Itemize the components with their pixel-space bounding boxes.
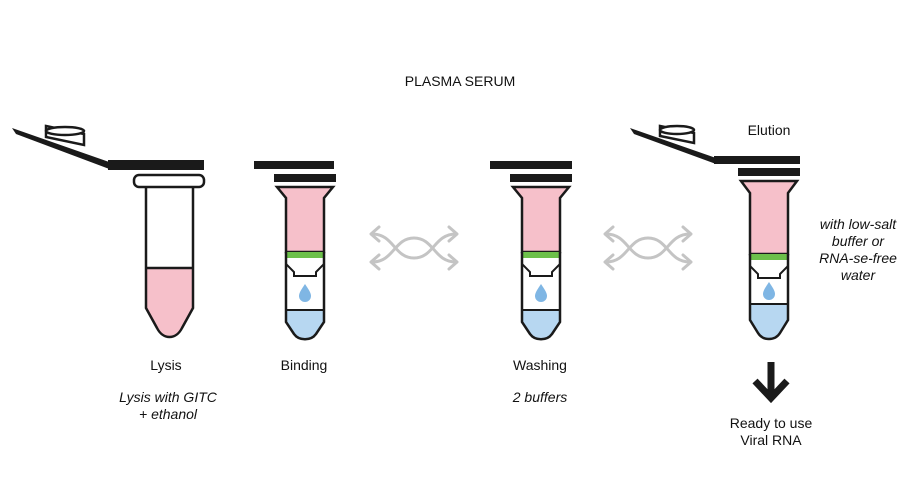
bidirectional-mix-arrows-icon <box>603 225 693 271</box>
column-outlet <box>285 258 325 277</box>
elution-note-line-3: RNA-se-free <box>819 250 897 266</box>
collection-tube <box>520 252 562 341</box>
sample-reservoir <box>510 185 572 254</box>
column-outlet <box>749 260 789 279</box>
silica-membrane <box>522 252 560 258</box>
down-arrow-icon <box>752 362 790 404</box>
elution-note: with low-salt buffer or RNA-se-free wate… <box>806 216 910 284</box>
lysis-label: Lysis <box>150 357 182 373</box>
result-line-2: Viral RNA <box>740 432 802 448</box>
washing-note: 2 buffers <box>512 389 568 405</box>
binding-label: Binding <box>280 357 328 373</box>
lysis-note: Lysis with GITC + ethanol <box>96 389 240 423</box>
flow-through-liquid <box>522 310 560 340</box>
column-cap <box>714 156 800 164</box>
result-line-1: Ready to use <box>729 415 813 431</box>
tube-body <box>144 187 195 339</box>
collection-tube <box>748 254 790 341</box>
lysis-note-line-1: Lysis with GITC <box>119 389 217 405</box>
elution-label: Elution <box>747 122 791 138</box>
result-label: Ready to use Viral RNA <box>711 415 831 449</box>
column-cap-ring <box>274 174 336 182</box>
water-drop-icon <box>299 284 311 302</box>
column-cap <box>490 161 572 169</box>
sample-reservoir <box>274 185 336 254</box>
open-cap-icon <box>630 124 716 164</box>
washing-column <box>490 161 572 341</box>
open-cap-icon <box>12 124 112 170</box>
lysis-tube <box>12 124 206 339</box>
column-outlet <box>521 258 561 277</box>
sample-reservoir <box>738 179 800 256</box>
flow-through-liquid <box>286 310 324 340</box>
diagram-title: PLASMA SERUM <box>404 73 516 89</box>
elution-note-line-2: buffer or <box>831 233 885 249</box>
silica-membrane <box>750 254 788 260</box>
washing-label: Washing <box>513 357 567 373</box>
water-drop-icon <box>763 282 775 300</box>
water-drop-icon <box>535 284 547 302</box>
elution-note-line-1: with low-salt <box>819 216 897 232</box>
column-cap <box>254 161 334 169</box>
collection-tube <box>284 252 326 341</box>
lysate-liquid <box>146 268 193 337</box>
elution-note-line-4: water <box>840 267 876 283</box>
lysis-note-line-2: + ethanol <box>139 406 197 422</box>
elution-column <box>630 124 800 341</box>
eluate-liquid <box>750 304 788 339</box>
tube-collar <box>132 173 206 189</box>
tube-cap-rim <box>108 160 204 170</box>
column-cap-ring <box>510 174 572 182</box>
binding-column <box>254 161 336 341</box>
silica-membrane <box>286 252 324 258</box>
bidirectional-mix-arrows-icon <box>369 225 459 271</box>
column-cap-ring <box>738 168 800 176</box>
